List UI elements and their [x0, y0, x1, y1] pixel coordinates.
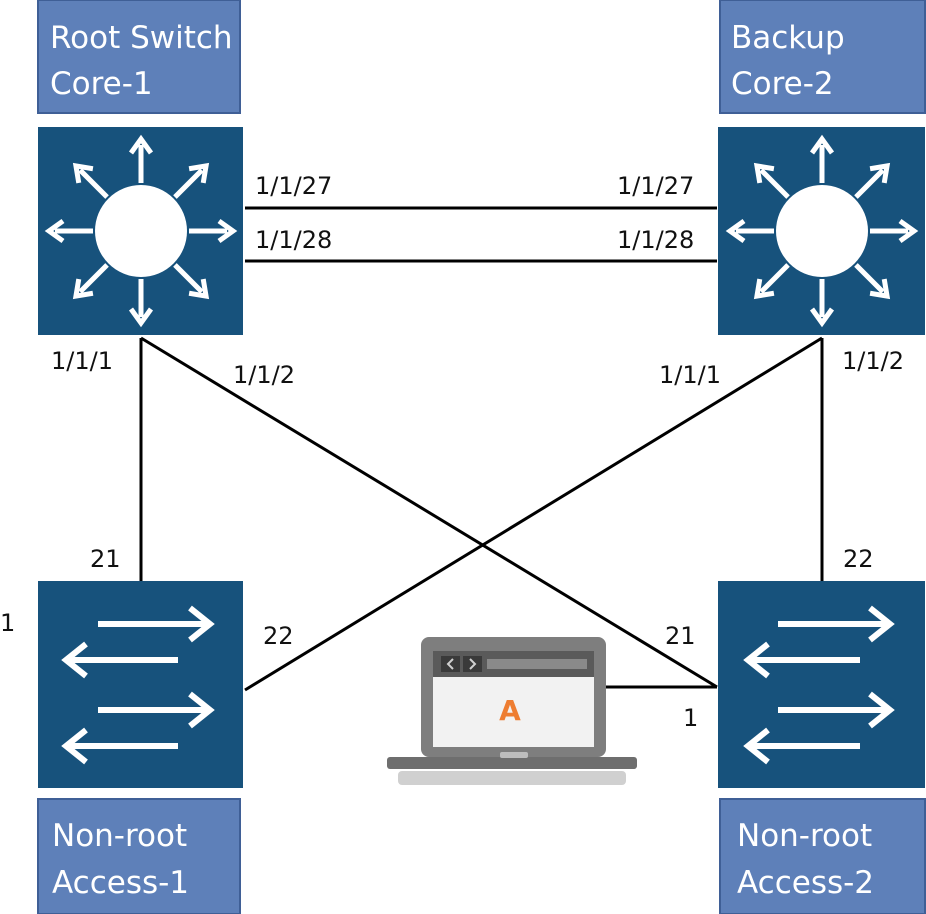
- port-access2-up: 22: [843, 545, 874, 573]
- port-access1-up: 21: [90, 545, 121, 573]
- port-core2-top: 1/1/27: [617, 172, 694, 200]
- access1-name-line1: Non-root: [52, 818, 187, 854]
- port-core1-top: 1/1/27: [255, 172, 332, 200]
- laptop-icon: A: [387, 637, 637, 785]
- links: [139, 206, 824, 692]
- label-box-access1: Non-root Access-1: [37, 798, 241, 914]
- layer3-switch-icon: [730, 139, 914, 323]
- port-access1-cross: 22: [263, 622, 294, 650]
- port-access2-cross: 21: [665, 622, 696, 650]
- core2-name-line2: Core-2: [731, 66, 834, 102]
- label-box-core2: Backup Core-2: [719, 0, 926, 114]
- port-core2-down: 1/1/2: [842, 347, 904, 375]
- core2-switch: [718, 127, 925, 335]
- core1-name-line2: Core-1: [50, 66, 153, 102]
- port-access2-laptop: 1: [683, 704, 698, 732]
- access2-switch: [718, 581, 925, 788]
- port-core2-cross: 1/1/1: [659, 361, 721, 389]
- label-box-core1: Root Switch Core-1: [37, 0, 241, 114]
- layer3-switch-icon: [49, 139, 233, 323]
- port-access1-side: 1: [0, 609, 15, 637]
- core1-name-line1: Root Switch: [50, 20, 233, 56]
- laptop-letter: A: [499, 694, 521, 727]
- link-core1-access2: [140, 336, 718, 689]
- port-core1-cross: 1/1/2: [233, 361, 295, 389]
- access2-name-line1: Non-root: [737, 818, 872, 854]
- access2-name-line2: Access-2: [737, 865, 874, 901]
- link-core2-access1: [244, 336, 823, 692]
- core1-switch: [38, 127, 243, 335]
- port-core1-bottom: 1/1/28: [255, 226, 332, 254]
- core2-name-line1: Backup: [731, 20, 845, 56]
- port-core1-down: 1/1/1: [51, 347, 113, 375]
- port-core2-bottom: 1/1/28: [617, 226, 694, 254]
- label-box-access2: Non-root Access-2: [719, 798, 926, 914]
- access1-name-line2: Access-1: [52, 865, 189, 901]
- port-labels: 1/1/27 1/1/28 1/1/27 1/1/28 1/1/1 1/1/2 …: [0, 172, 904, 732]
- access1-switch: [38, 581, 243, 788]
